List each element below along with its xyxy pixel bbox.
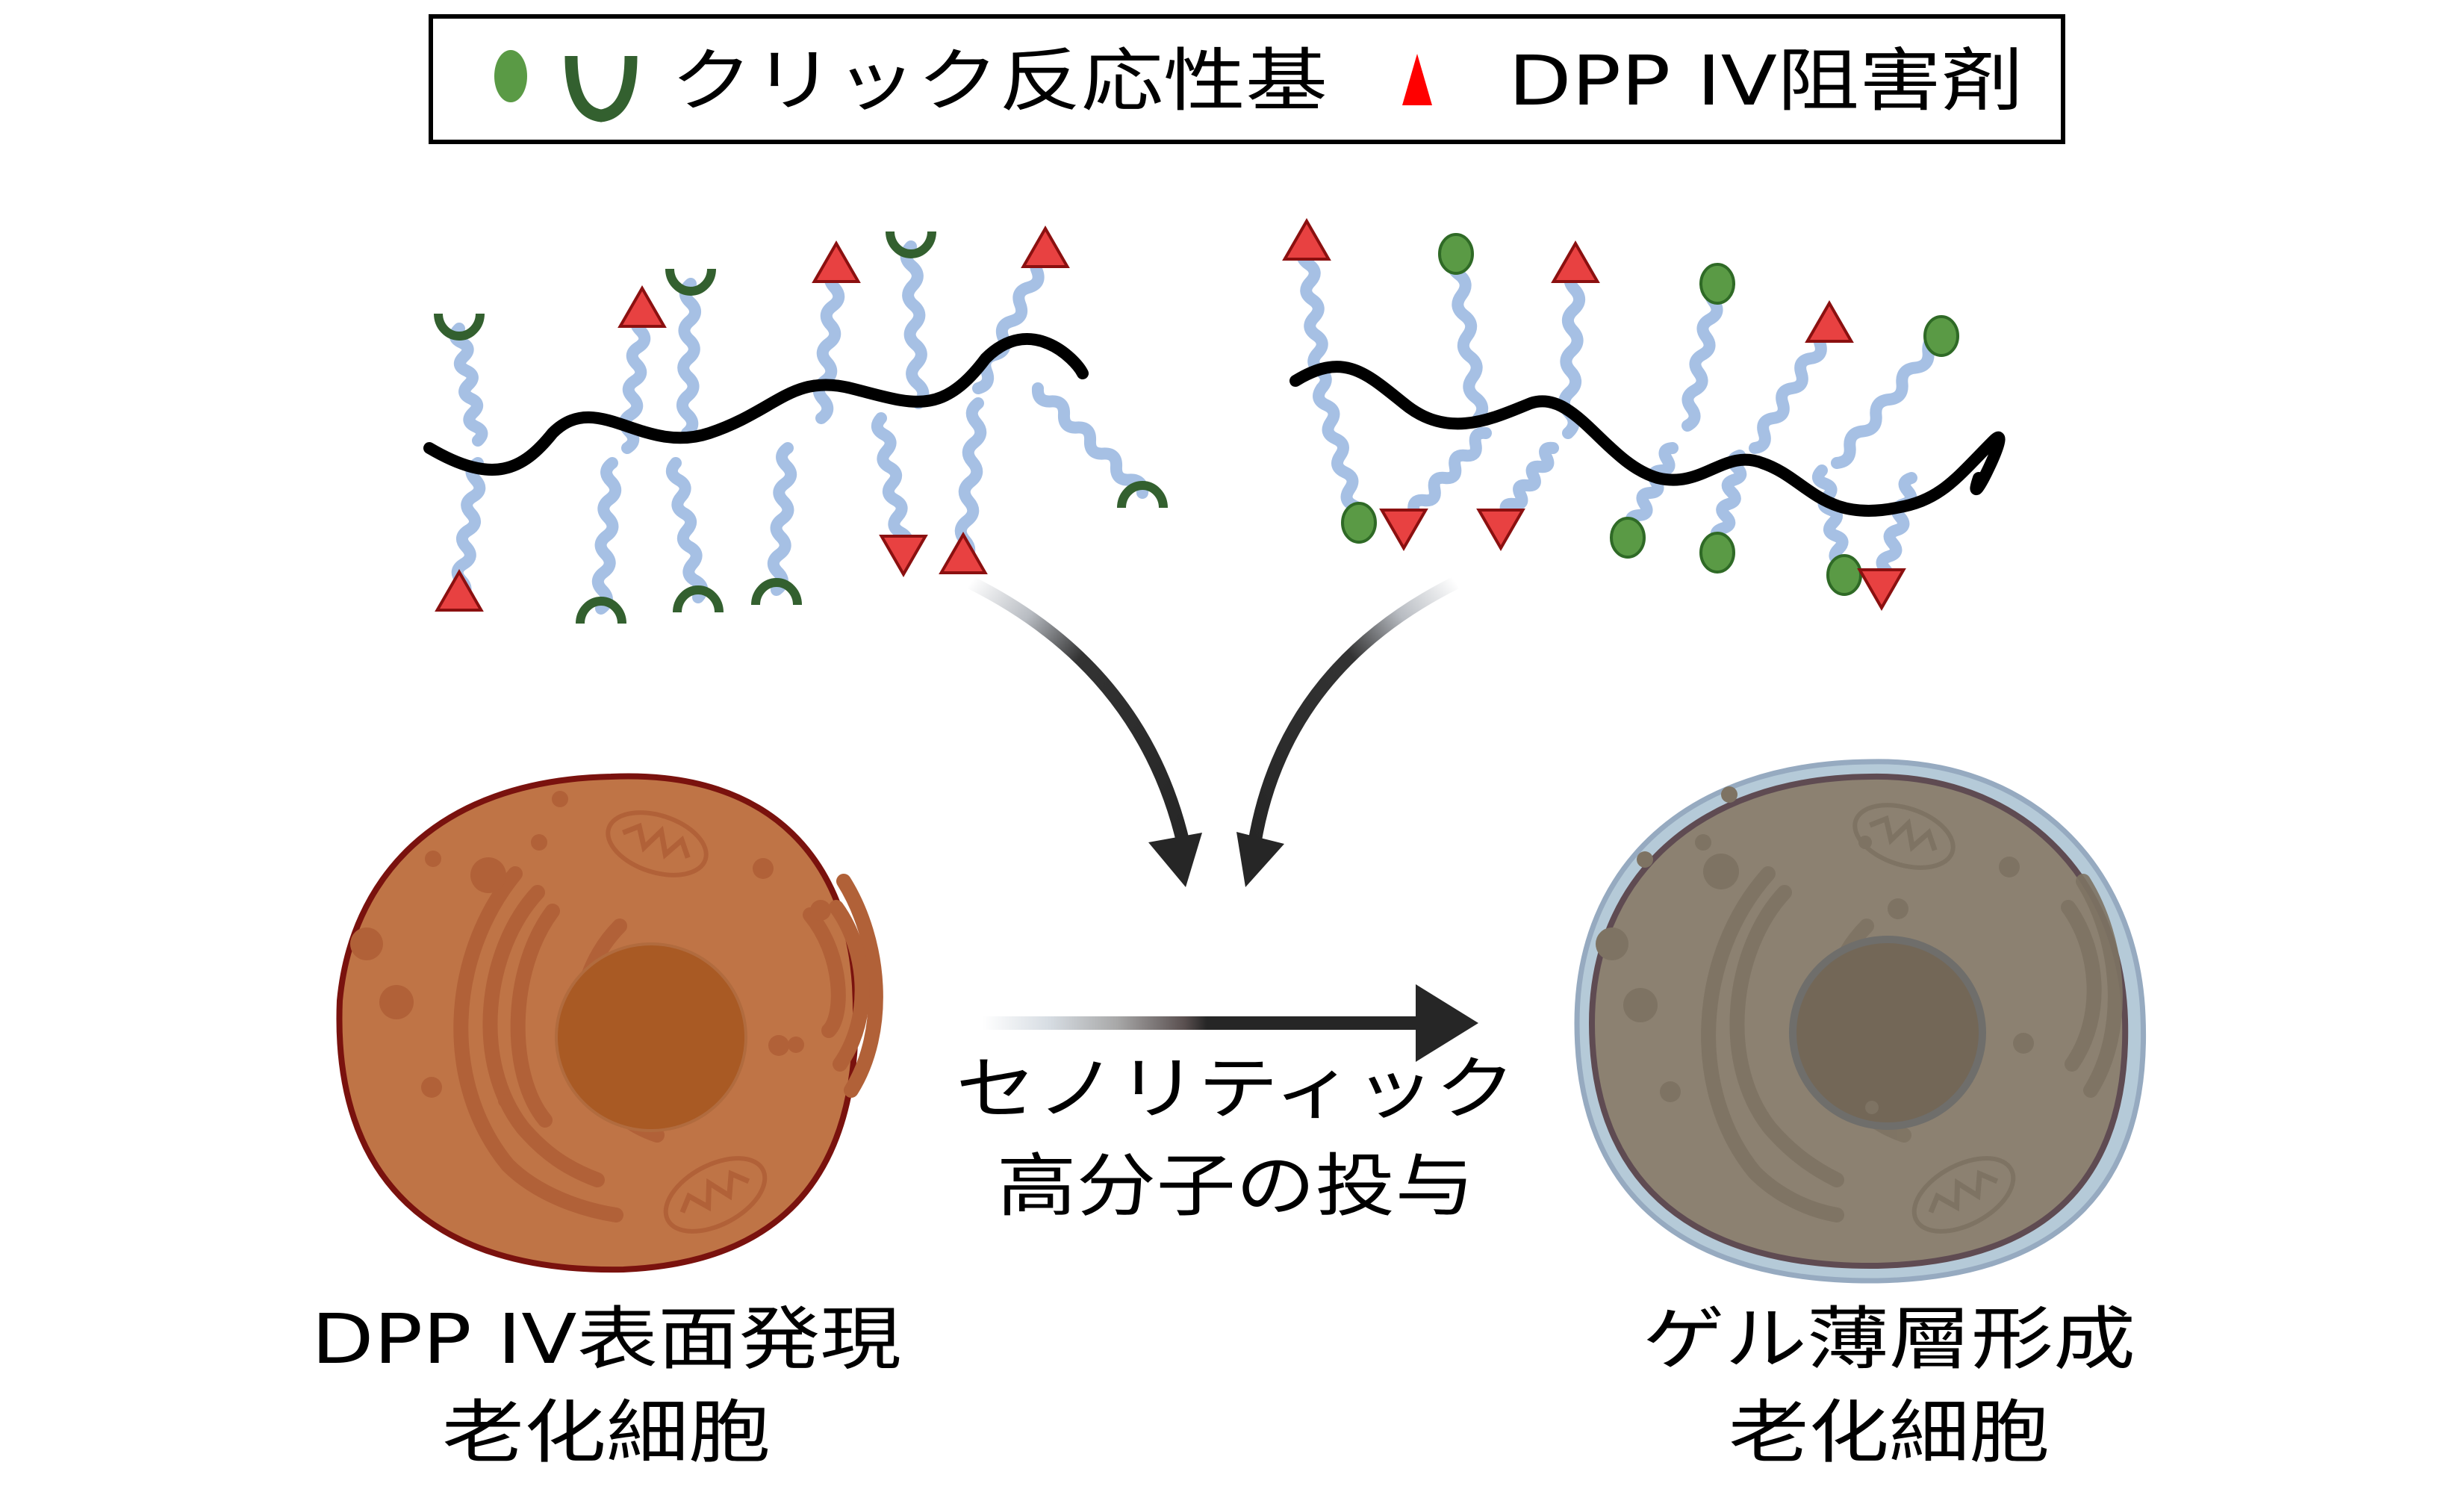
- side-chain: [665, 457, 709, 603]
- click-group-dot-icon: [1610, 517, 1646, 559]
- side-chain: [900, 240, 930, 409]
- inhibitor-triangle-icon: [1857, 568, 1906, 612]
- left-senescent-cell: [336, 773, 883, 1273]
- click-group-cup-icon: [665, 268, 716, 296]
- curved-arrow-left: [967, 576, 1202, 887]
- inhibitor-triangle-icon: [1551, 240, 1600, 283]
- left-vesicles: [350, 791, 831, 1107]
- legend-inhibitor-label: DPP IV阻害剤: [1508, 41, 2023, 121]
- inhibitor-triangle-icon: [1805, 299, 1854, 343]
- left-cell-label-line2: 老化細胞: [442, 1393, 771, 1473]
- side-chain: [871, 412, 914, 555]
- right-nucleus: [1789, 936, 1986, 1130]
- curved-arrow-right: [1236, 576, 1460, 887]
- left-cell-label-line1: DPP IV表面発現: [311, 1299, 901, 1379]
- side-chain: [591, 457, 622, 615]
- inhibitor-triangle-icon: [1282, 217, 1331, 261]
- side-chain: [1398, 426, 1492, 529]
- inhibitor-triangle-icon: [1021, 225, 1070, 268]
- side-chain: [1446, 248, 1489, 424]
- side-chain: [1681, 278, 1723, 432]
- inhibitor-triangle-icon: [939, 531, 988, 574]
- inhibitor-triangle-icon: [1402, 54, 1432, 105]
- click-group-cup-icon: [1117, 481, 1168, 509]
- right-cell-label-line1: ゲル薄層形成: [1643, 1299, 2135, 1379]
- left-polymer: [423, 225, 1168, 624]
- inhibitor-triangle-icon: [879, 535, 928, 578]
- side-chain: [972, 248, 1051, 394]
- click-group-dot-icon: [1438, 233, 1474, 275]
- side-chain: [1831, 330, 1947, 469]
- click-group-dot-icon: [494, 50, 527, 102]
- process-arrow: [983, 984, 1478, 1062]
- arrowhead-right: [1236, 832, 1284, 887]
- click-group-cup-icon: [751, 578, 802, 606]
- side-chain: [1313, 382, 1368, 529]
- right-senescent-cell: [1574, 759, 2147, 1284]
- left-mitochondrion-top: [606, 810, 709, 877]
- side-chain: [1495, 441, 1559, 529]
- side-chain: [1876, 472, 1917, 588]
- click-group-cup-icon: [576, 597, 626, 624]
- legend: クリック反応性基 DPP IV阻害剤: [429, 14, 2065, 144]
- side-chain: [954, 397, 987, 566]
- polymer-backbone: [1289, 361, 2006, 517]
- right-cell-label-line2: 老化細胞: [1729, 1393, 2050, 1473]
- click-group-cup-icon: [886, 231, 936, 258]
- process-label-line1: セノリティック: [956, 1049, 1516, 1129]
- right-mitochondrion-top: [1852, 803, 1956, 870]
- left-mitochondrion-bottom: [663, 1156, 768, 1234]
- inhibitor-triangle-icon: [617, 285, 667, 328]
- inhibitor-triangle-icon: [435, 568, 484, 612]
- click-group-cup-icon: [673, 585, 724, 613]
- click-group-dot-icon: [1923, 315, 1959, 357]
- click-group-dot-icon: [1699, 532, 1735, 574]
- side-chain: [676, 278, 702, 439]
- right-vesicles: [1596, 786, 2034, 1114]
- right-mitochondrion-bottom: [1911, 1156, 2016, 1234]
- polymer-backbone: [423, 333, 1089, 476]
- right-polymer: [1282, 217, 2006, 612]
- side-chain: [449, 323, 488, 447]
- side-chain: [1749, 323, 1835, 454]
- click-group-dot-icon: [1341, 502, 1377, 544]
- click-group-cup-icon: [564, 55, 638, 122]
- process-label-line2: 高分子の投与: [997, 1146, 1475, 1226]
- click-group-cup-icon: [434, 313, 485, 341]
- process-arrowhead: [1416, 984, 1478, 1062]
- click-group-dot-icon: [1826, 554, 1862, 596]
- legend-box: [429, 14, 2065, 144]
- side-chain: [1031, 382, 1149, 499]
- legend-click-group-label: クリック反応性基: [671, 41, 1328, 121]
- side-chain: [812, 263, 845, 424]
- arrowhead-left: [1148, 833, 1202, 887]
- click-group-dot-icon: [1699, 263, 1735, 305]
- left-nucleus-body: [555, 942, 747, 1132]
- inhibitor-triangle-icon: [1379, 509, 1428, 552]
- inhibitor-triangle-icon: [812, 240, 861, 283]
- inhibitor-triangle-icon: [1476, 509, 1525, 552]
- side-chain: [767, 442, 797, 596]
